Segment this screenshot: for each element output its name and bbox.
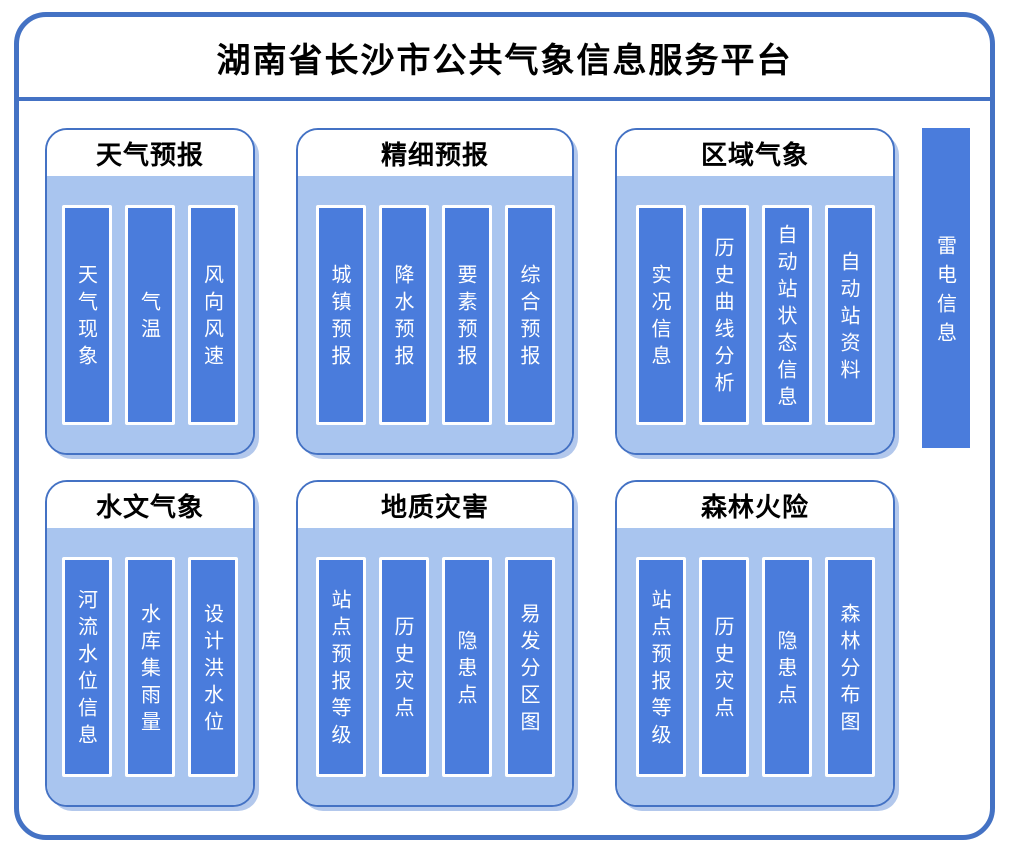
item-bar: 隐患点 [761, 556, 812, 777]
item-label: 隐患点 [774, 629, 798, 711]
category-box-geological-disaster: 地质灾害 站点预报等级 历史灾点 隐患点 易发分区图 [296, 480, 574, 807]
category-header: 精细预报 [298, 130, 572, 176]
diagram-content: 天气预报 天气现象 气温 风向风速 精细预报 城镇预报 降水预报 要素预报 综合… [19, 101, 990, 807]
category-header: 地质灾害 [298, 482, 572, 528]
category-body: 实况信息 历史曲线分析 自动站状态信息 自动站资料 [617, 176, 893, 453]
lightning-info-bar: 雷电信息 [922, 128, 970, 448]
item-label: 风向风速 [200, 264, 225, 372]
category-header: 水文气象 [47, 482, 253, 528]
category-header: 天气预报 [47, 130, 253, 176]
item-bar: 隐患点 [441, 556, 492, 777]
item-label: 水库集雨量 [137, 602, 162, 738]
item-bar: 综合预报 [504, 204, 555, 425]
category-body: 站点预报等级 历史灾点 隐患点 易发分区图 [298, 528, 572, 805]
item-label: 历史灾点 [391, 616, 415, 724]
item-bar: 设计洪水位 [188, 556, 238, 777]
item-label: 隐患点 [454, 629, 478, 711]
item-label: 要素预报 [454, 264, 478, 372]
item-bar: 天气现象 [62, 204, 112, 425]
item-label: 站点预报等级 [328, 589, 352, 751]
item-label: 河流水位信息 [74, 589, 99, 751]
item-bar: 降水预报 [378, 204, 429, 425]
category-header: 森林火险 [617, 482, 893, 528]
title-band: 湖南省长沙市公共气象信息服务平台 [19, 17, 990, 101]
platform-title: 湖南省长沙市公共气象信息服务平台 [216, 40, 793, 81]
item-bar: 风向风速 [188, 204, 238, 425]
item-label: 自动站资料 [837, 250, 861, 386]
category-grid: 天气预报 天气现象 气温 风向风速 精细预报 城镇预报 降水预报 要素预报 综合… [45, 128, 970, 807]
item-bar: 站点预报等级 [635, 556, 686, 777]
item-label: 历史曲线分析 [711, 237, 735, 399]
category-body: 城镇预报 降水预报 要素预报 综合预报 [298, 176, 572, 453]
item-bar: 站点预报等级 [315, 556, 366, 777]
lightning-info-label: 雷电信息 [933, 234, 958, 351]
item-label: 设计洪水位 [200, 602, 225, 738]
category-header: 区域气象 [617, 130, 893, 176]
item-label: 天气现象 [74, 264, 99, 372]
category-box-regional-meteorology: 区域气象 实况信息 历史曲线分析 自动站状态信息 自动站资料 [615, 128, 895, 455]
item-bar: 城镇预报 [315, 204, 366, 425]
category-box-hydrological-meteorology: 水文气象 河流水位信息 水库集雨量 设计洪水位 [45, 480, 255, 807]
item-bar: 气温 [125, 204, 175, 425]
item-label: 自动站状态信息 [774, 223, 798, 413]
item-label: 气温 [137, 291, 162, 345]
item-label: 森林分布图 [837, 602, 861, 738]
category-box-fine-forecast: 精细预报 城镇预报 降水预报 要素预报 综合预报 [296, 128, 574, 455]
item-bar: 河流水位信息 [62, 556, 112, 777]
platform-frame: 湖南省长沙市公共气象信息服务平台 天气预报 天气现象 气温 风向风速 精细预报 … [14, 12, 995, 840]
item-bar: 历史灾点 [698, 556, 749, 777]
category-body: 河流水位信息 水库集雨量 设计洪水位 [47, 528, 253, 805]
item-bar: 历史灾点 [378, 556, 429, 777]
item-bar: 历史曲线分析 [698, 204, 749, 425]
category-box-forest-fire-risk: 森林火险 站点预报等级 历史灾点 隐患点 森林分布图 [615, 480, 895, 807]
item-label: 历史灾点 [711, 616, 735, 724]
category-body: 站点预报等级 历史灾点 隐患点 森林分布图 [617, 528, 893, 805]
item-bar: 自动站状态信息 [761, 204, 812, 425]
item-bar: 自动站资料 [824, 204, 875, 425]
item-label: 城镇预报 [328, 264, 352, 372]
item-label: 实况信息 [648, 264, 672, 372]
item-bar: 森林分布图 [824, 556, 875, 777]
category-box-weather-forecast: 天气预报 天气现象 气温 风向风速 [45, 128, 255, 455]
item-bar: 易发分区图 [504, 556, 555, 777]
item-label: 站点预报等级 [648, 589, 672, 751]
category-body: 天气现象 气温 风向风速 [47, 176, 253, 453]
item-bar: 水库集雨量 [125, 556, 175, 777]
item-bar: 实况信息 [635, 204, 686, 425]
item-bar: 要素预报 [441, 204, 492, 425]
item-label: 易发分区图 [517, 602, 541, 738]
item-label: 综合预报 [517, 264, 541, 372]
item-label: 降水预报 [391, 264, 415, 372]
